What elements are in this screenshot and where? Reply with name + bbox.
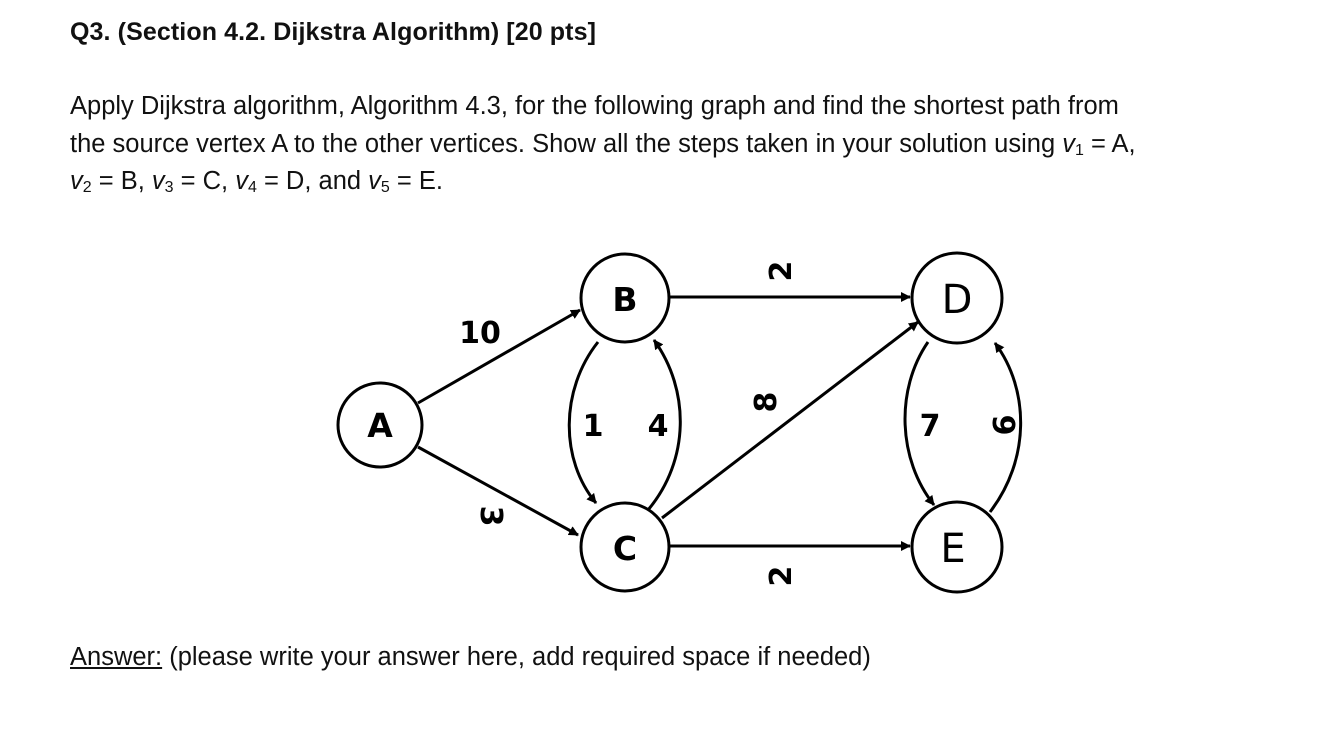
weight-a-b: 10 [459, 316, 501, 351]
edge-e-d [988, 342, 1023, 513]
node-e-label: E [940, 526, 965, 572]
var-v4: v [235, 167, 248, 195]
node-d [910, 251, 1004, 345]
weight-b-d: 2 [764, 261, 799, 282]
node-e [910, 500, 1004, 594]
node-b [579, 252, 671, 344]
var-v1-sub: 1 [1074, 141, 1084, 159]
var-v4-value: = D, and [256, 167, 369, 195]
var-v2-value: = B, [91, 167, 152, 195]
node-c [579, 501, 671, 593]
edge-b-c [567, 341, 600, 504]
node-c-label: C [613, 529, 637, 568]
weight-b-c: 1 [583, 409, 604, 444]
weight-c-d: 8 [749, 392, 784, 413]
var-v3-value: = C, [173, 167, 236, 195]
question-heading: Q3. (Section 4.2. Dijkstra Algorithm) [2… [70, 18, 596, 46]
edge-c-d [661, 320, 919, 520]
var-v5-value: = E. [389, 167, 443, 195]
var-v3: v [151, 167, 165, 195]
edge-a-c [417, 445, 579, 537]
weight-a-c: 3 [473, 506, 508, 527]
weight-d-e: 7 [920, 409, 941, 444]
answer-line: Answer: (please write your answer here, … [70, 643, 871, 672]
var-v5: v [368, 167, 381, 195]
weight-c-e: 2 [764, 566, 799, 587]
var-v3-sub: 3 [164, 179, 174, 196]
var-v5-sub: 5 [380, 179, 390, 196]
node-b-label: B [612, 280, 637, 319]
question-line-3: v2 = B, v3 = C, v4 = D, and v5 = E. [70, 163, 1270, 201]
answer-label: Answer: [70, 643, 163, 671]
edge-c-b [646, 339, 682, 511]
var-v1: v [1062, 129, 1075, 158]
node-a-label: A [367, 406, 393, 445]
graph-figure: A B C D E 10 3 1 4 2 8 2 7 9 [336, 251, 1023, 594]
var-v4-sub: 4 [247, 179, 257, 196]
question-line-2-text: the source vertex A to the other vertice… [70, 129, 1063, 158]
question-line-1: Apply Dijkstra algorithm, Algorithm 4.3,… [70, 92, 1119, 120]
var-v2-sub: 2 [82, 179, 92, 196]
node-a [336, 381, 424, 469]
weight-e-d: 9 [985, 415, 1020, 436]
node-d-label: D [942, 277, 973, 323]
answer-instructions: (please write your answer here, add requ… [162, 643, 871, 671]
edge-d-e [903, 341, 936, 506]
question-line-2: the source vertex A to the other vertice… [70, 126, 1270, 164]
var-v2: v [70, 167, 83, 195]
weight-c-b: 4 [648, 409, 669, 444]
question-body: Apply Dijkstra algorithm, Algorithm 4.3,… [70, 88, 1270, 201]
var-v1-value: = A, [1083, 129, 1136, 158]
edge-a-b [417, 308, 581, 405]
